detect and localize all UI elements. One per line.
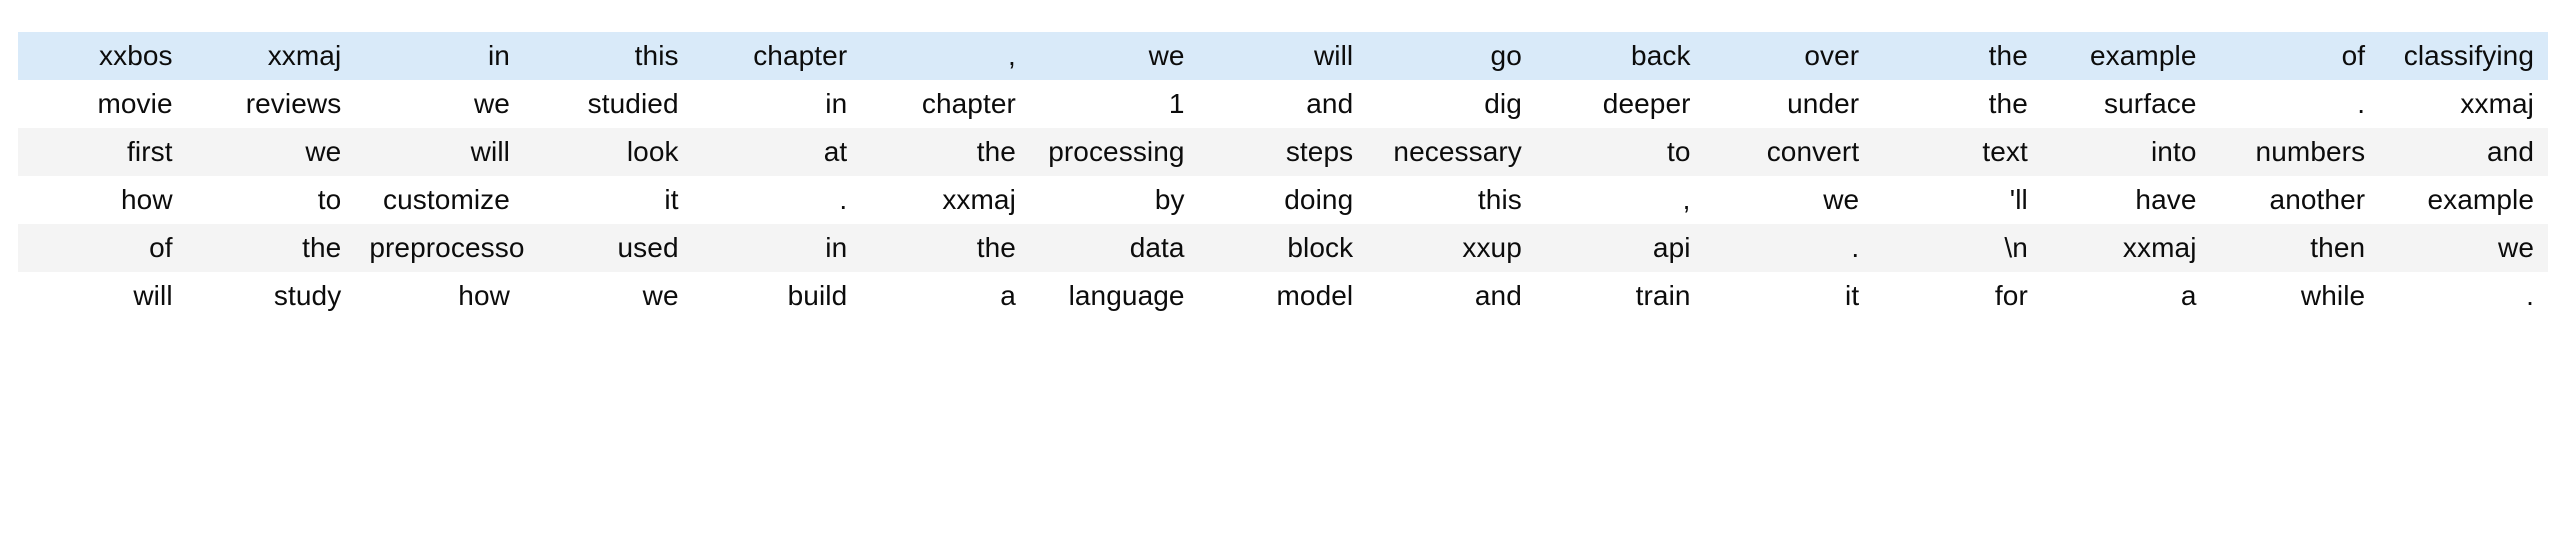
token-cell: the	[861, 224, 1030, 272]
token-cell: we	[523, 272, 693, 320]
token-cell: for	[1873, 272, 2042, 320]
token-cell: and	[1198, 80, 1368, 128]
token-cell: surface	[2041, 80, 2211, 128]
token-cell: classifying	[2379, 32, 2548, 80]
token-cell: block	[1198, 224, 1368, 272]
token-cell: back	[1535, 32, 1705, 80]
token-cell: xxmaj	[186, 32, 356, 80]
token-cell: another	[2210, 176, 2380, 224]
token-cell: train	[1535, 272, 1705, 320]
token-cell: it	[523, 176, 693, 224]
token-cell: while	[2210, 272, 2380, 320]
token-cell: xxmaj	[861, 176, 1030, 224]
token-cell: have	[2041, 176, 2211, 224]
token-cell: customize	[355, 176, 524, 224]
token-cell: first	[18, 128, 187, 176]
token-cell: model	[1198, 272, 1368, 320]
token-cell: to	[186, 176, 356, 224]
token-cell: numbers	[2210, 128, 2380, 176]
token-cell: will	[355, 128, 524, 176]
token-cell: in	[355, 32, 524, 80]
token-cell: processing	[1029, 128, 1199, 176]
token-cell: of	[2210, 32, 2380, 80]
token-cell: under	[1704, 80, 1874, 128]
token-cell: ,	[861, 32, 1030, 80]
token-cell: will	[1198, 32, 1368, 80]
token-cell: how	[355, 272, 524, 320]
token-cell: this	[1367, 176, 1536, 224]
token-cell: 'll	[1873, 176, 2042, 224]
token-cell: we	[1029, 32, 1199, 80]
token-cell: study	[186, 272, 356, 320]
token-cell: we	[2379, 224, 2548, 272]
token-cell: api	[1535, 224, 1705, 272]
token-cell: movie	[18, 80, 187, 128]
token-cell: example	[2379, 176, 2548, 224]
token-cell: ,	[1535, 176, 1705, 224]
token-cell: necessary	[1367, 128, 1536, 176]
token-cell: dig	[1367, 80, 1536, 128]
token-cell: data	[1029, 224, 1199, 272]
token-cell: a	[861, 272, 1030, 320]
token-cell: used	[523, 224, 693, 272]
token-cell: .	[2210, 80, 2380, 128]
token-cell: .	[692, 176, 862, 224]
token-cell: the	[1873, 32, 2042, 80]
token-cell: 1	[1029, 80, 1199, 128]
token-cell: we	[355, 80, 524, 128]
token-cell: into	[2041, 128, 2211, 176]
token-cell: chapter	[861, 80, 1030, 128]
token-cell: build	[692, 272, 862, 320]
token-cell: studied	[523, 80, 693, 128]
token-cell: reviews	[186, 80, 356, 128]
token-cell: a	[2041, 272, 2211, 320]
token-cell: .	[1704, 224, 1874, 272]
token-cell: .	[2379, 272, 2548, 320]
token-cell: text	[1873, 128, 2042, 176]
token-cell: how	[18, 176, 187, 224]
token-cell: this	[523, 32, 693, 80]
token-cell: the	[861, 128, 1030, 176]
token-cell: will	[18, 272, 187, 320]
token-cell: and	[1367, 272, 1536, 320]
token-cell: xxmaj	[2041, 224, 2211, 272]
token-cell: example	[2041, 32, 2211, 80]
token-cell: in	[692, 224, 862, 272]
token-cell: xxbos	[18, 32, 187, 80]
token-cell: of	[18, 224, 187, 272]
token-cell: and	[2379, 128, 2548, 176]
token-cell: preprocessor	[355, 224, 524, 272]
token-cell: in	[692, 80, 862, 128]
token-cell: language	[1029, 272, 1199, 320]
token-cell: to	[1535, 128, 1705, 176]
token-cell: the	[1873, 80, 2042, 128]
token-cell: go	[1367, 32, 1536, 80]
token-cell: the	[186, 224, 356, 272]
token-cell: xxup	[1367, 224, 1536, 272]
token-cell: we	[1704, 176, 1874, 224]
token-cell: it	[1704, 272, 1874, 320]
token-cell: then	[2210, 224, 2380, 272]
token-cell: xxmaj	[2379, 80, 2548, 128]
token-cell: look	[523, 128, 693, 176]
token-cell: \n	[1873, 224, 2042, 272]
token-cell: at	[692, 128, 862, 176]
token-cell: steps	[1198, 128, 1368, 176]
token-cell: chapter	[692, 32, 862, 80]
token-cell: doing	[1198, 176, 1368, 224]
token-cell: convert	[1704, 128, 1874, 176]
token-cell: over	[1704, 32, 1874, 80]
token-cell: we	[186, 128, 356, 176]
token-cell: deeper	[1535, 80, 1705, 128]
token-cell: by	[1029, 176, 1199, 224]
